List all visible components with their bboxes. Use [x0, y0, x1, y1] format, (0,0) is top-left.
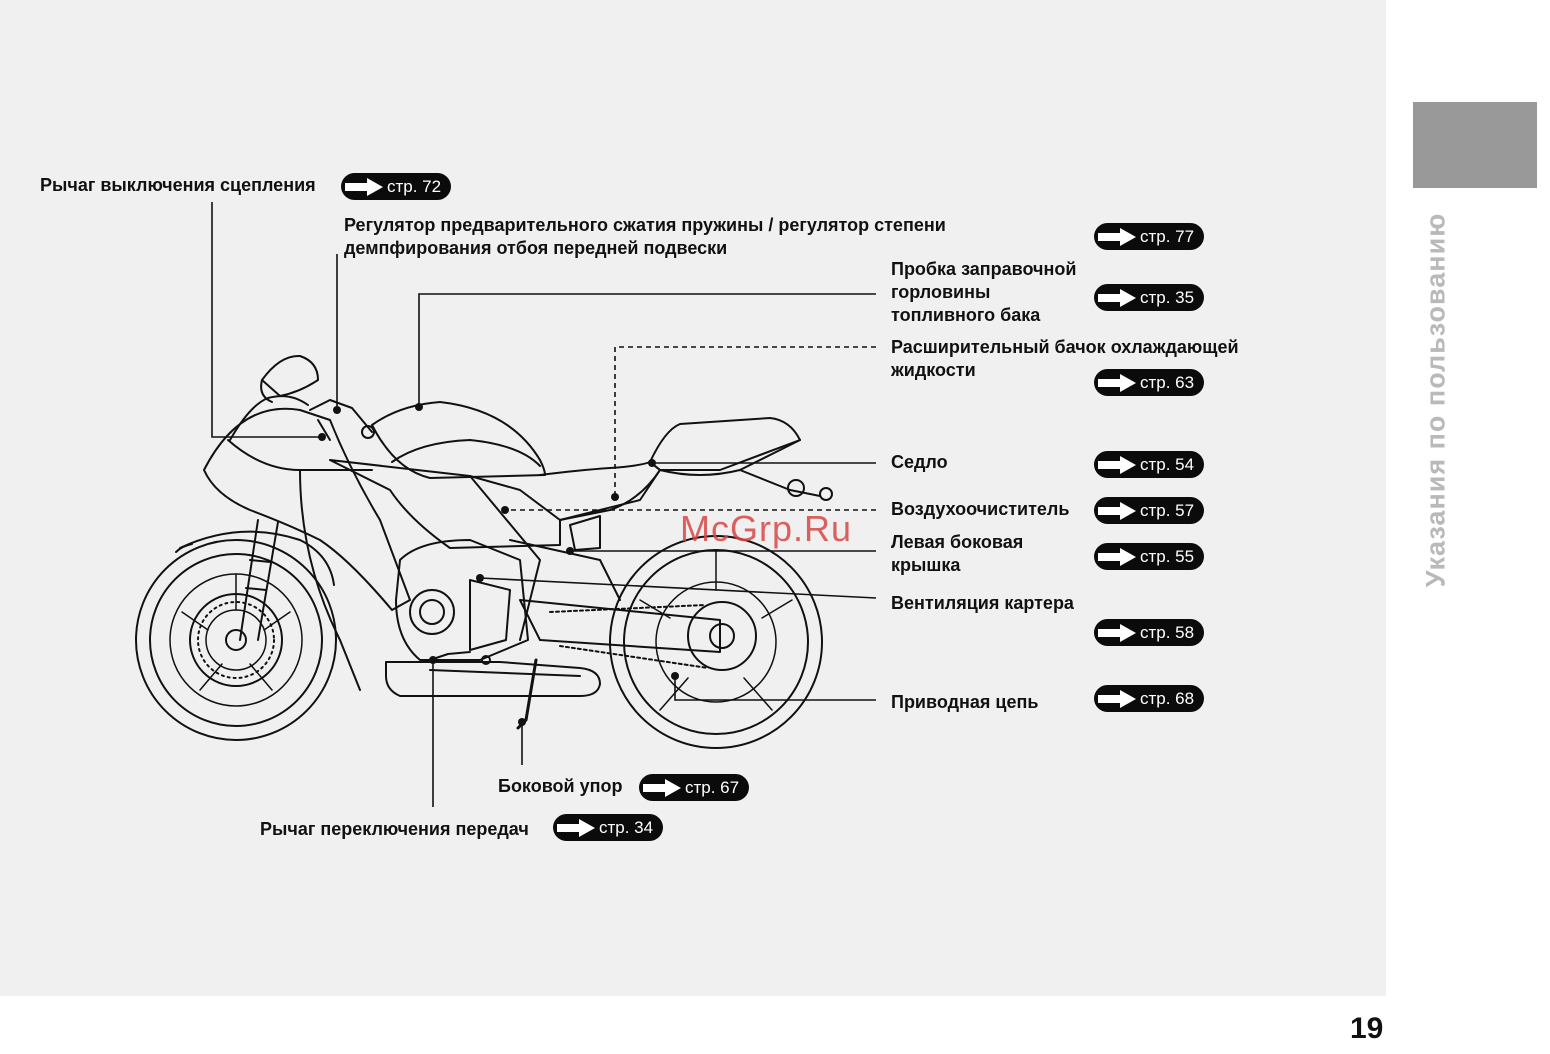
arrow-icon [1098, 373, 1136, 392]
page-ref-text: стр. 63 [1140, 372, 1195, 392]
arrow-icon [1098, 227, 1136, 246]
arrow-icon [1098, 455, 1136, 474]
arrow-icon [1098, 501, 1136, 520]
side-stand [516, 658, 538, 730]
arrow-icon [557, 818, 595, 837]
arrow-icon [1098, 689, 1136, 708]
section-tab [1413, 102, 1537, 188]
label-seat: Седло [891, 452, 948, 472]
engine [395, 539, 529, 665]
leader-coolant-reservoir [614, 346, 876, 497]
page-number: 19 [1350, 1012, 1384, 1045]
front-fender [179, 530, 335, 586]
section-title: Указания по пользованию [1420, 212, 1451, 588]
label-front-suspension-adjuster: Регулятор предварительного сжатия пружин… [344, 215, 946, 258]
page-ref-text: стр. 77 [1140, 226, 1195, 246]
swingarm [519, 599, 721, 653]
page-ref-drive-chain[interactable]: стр. 68 [1094, 685, 1205, 712]
page-ref-text: стр. 54 [1140, 454, 1195, 474]
arrow-icon [1098, 288, 1136, 307]
arrow-icon [345, 177, 383, 196]
leader-lines [211, 202, 877, 807]
rear-wheel [609, 535, 823, 749]
handlebar [309, 399, 373, 433]
leader-dots [318, 403, 679, 726]
mirror [261, 354, 319, 397]
watermark: McGrp.Ru [680, 508, 853, 549]
page-ref-text: стр. 68 [1140, 688, 1195, 708]
label-side-stand: Боковой упор [498, 776, 623, 796]
motorcycle-diagram [135, 202, 877, 807]
label-air-cleaner: Воздухоочиститель [891, 499, 1070, 519]
page-ref-text: стр. 57 [1140, 500, 1195, 520]
page-ref-seat[interactable]: стр. 54 [1094, 451, 1205, 478]
arrow-icon [1098, 623, 1136, 642]
side-panel [329, 459, 561, 549]
page-ref-shift-lever[interactable]: стр. 34 [553, 814, 664, 841]
arrow-icon [1098, 547, 1136, 566]
page-ref-coolant-reservoir[interactable]: стр. 63 [1094, 369, 1205, 396]
page-ref-text: стр. 34 [599, 817, 654, 837]
page-ref-clutch-lever[interactable]: стр. 72 [341, 173, 452, 200]
page-ref-text: стр. 67 [685, 777, 740, 797]
page-ref-left-side-cover[interactable]: стр. 55 [1094, 543, 1205, 570]
label-drive-chain: Приводная цепь [891, 692, 1039, 712]
page-ref-fuel-filler-cap[interactable]: стр. 35 [1094, 284, 1205, 311]
side-cover [569, 515, 601, 551]
page-ref-text: стр. 58 [1140, 622, 1195, 642]
chain [549, 604, 709, 669]
frame [469, 475, 621, 641]
label-clutch-lever: Рычаг выключения сцепления [40, 175, 316, 195]
leader-crankcase-breather [479, 577, 877, 599]
tail-cowl [649, 417, 801, 476]
page-ref-text: стр. 35 [1140, 287, 1195, 307]
page-ref-side-stand[interactable]: стр. 67 [639, 774, 750, 801]
page-ref-air-cleaner[interactable]: стр. 57 [1094, 497, 1205, 524]
leader-clutch-lever [211, 202, 322, 438]
page-ref-text: стр. 72 [387, 176, 442, 196]
windscreen [229, 395, 309, 441]
label-shift-lever: Рычаг переключения передач [260, 819, 529, 839]
front-fairing [203, 407, 411, 611]
label-crankcase-breather: Вентиляция картера [891, 593, 1074, 613]
leader-drive-chain [674, 676, 876, 701]
front-fork [239, 519, 279, 641]
arrow-icon [643, 778, 681, 797]
seat [539, 461, 661, 521]
rear-mudguard [739, 469, 821, 497]
page-ref-crankcase-breather[interactable]: стр. 58 [1094, 619, 1205, 646]
motorcycle-illustration [135, 354, 833, 749]
page-ref-text: стр. 55 [1140, 546, 1195, 566]
front-wheel [135, 539, 337, 741]
leader-fuel-filler-cap [418, 293, 876, 407]
exhaust [385, 661, 601, 697]
page-ref-front-suspension-adjuster[interactable]: стр. 77 [1094, 223, 1205, 250]
